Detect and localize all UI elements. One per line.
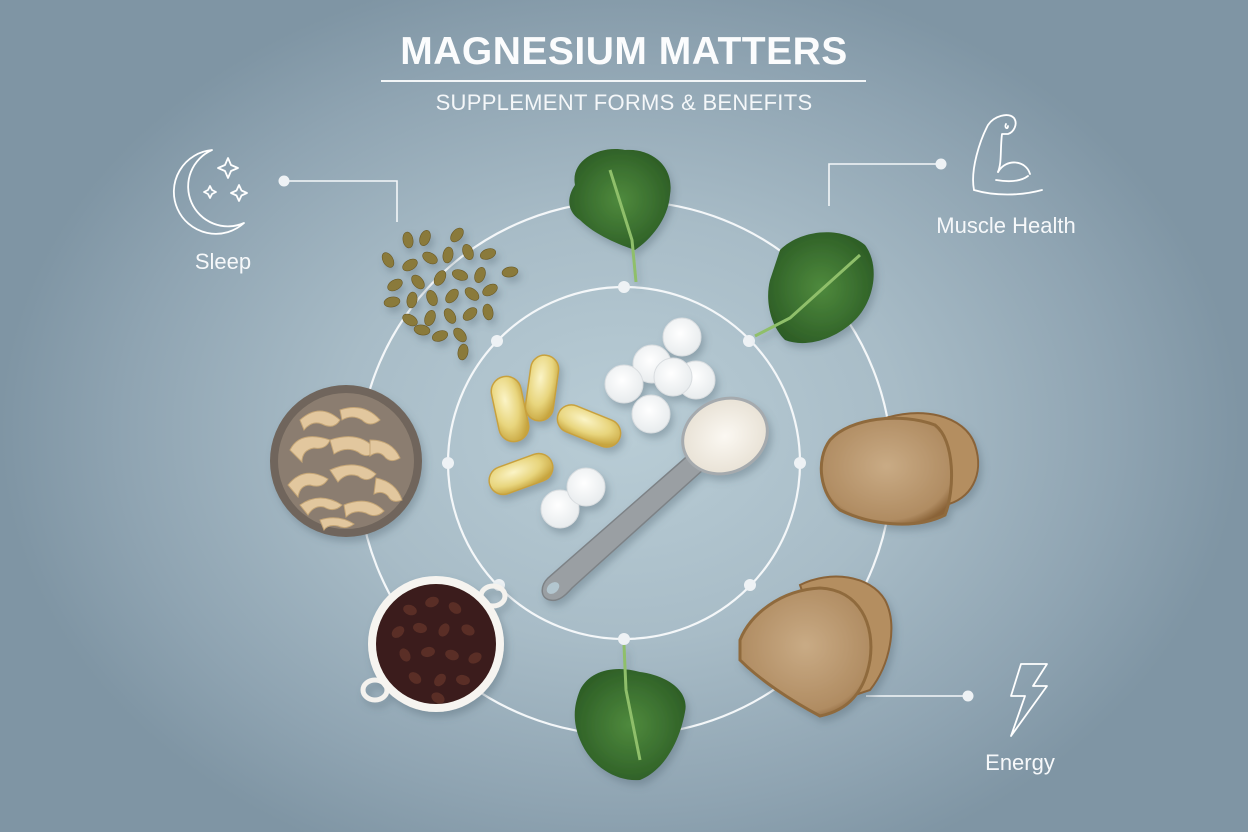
bread-lower-right <box>738 575 893 718</box>
lightning-bolt-icon <box>1010 663 1048 737</box>
white-tablets <box>540 317 716 529</box>
kale-upper-right <box>754 232 874 344</box>
benefit-label-energy: Energy <box>985 750 1055 775</box>
moon-stars-icon <box>172 149 248 235</box>
black-bean-bowl <box>360 576 508 712</box>
benefit-label-sleep: Sleep <box>194 249 252 274</box>
page-title: MAGNESIUM MATTERS <box>400 30 848 73</box>
pumpkin-seeds <box>381 227 519 361</box>
kale-top <box>569 149 671 283</box>
kale-bottom <box>574 644 686 781</box>
sleep-benefit <box>160 146 255 236</box>
measuring-spoon <box>541 396 769 602</box>
softgel-capsules <box>488 354 622 496</box>
page-subtitle: SUPPLEMENT FORMS & BENEFITS <box>435 90 813 115</box>
benefit-label-muscle-health: Muscle Health <box>936 213 1076 238</box>
bread-right <box>819 412 980 526</box>
flexed-arm-icon <box>972 114 1043 196</box>
title-divider <box>381 80 866 82</box>
cashew-bowl <box>270 385 422 537</box>
energy-benefit <box>1003 660 1053 740</box>
muscle-health-benefit <box>968 110 1048 205</box>
